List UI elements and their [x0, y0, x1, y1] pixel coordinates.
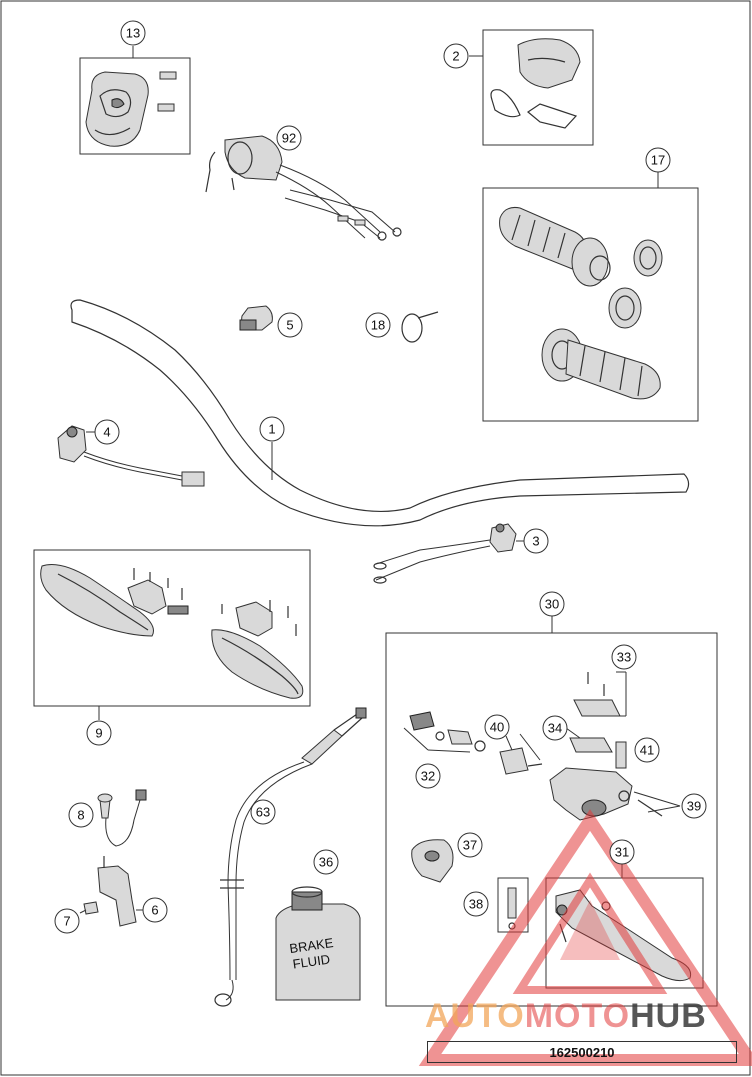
watermark-part-c: HUB [630, 997, 707, 1035]
part-7-screw [79, 901, 99, 915]
part-32-piston-kit [403, 711, 486, 753]
callout-40-label: 40 [490, 720, 504, 735]
part-8-button-with-wire [97, 789, 147, 847]
callout-8: 8 [68, 802, 94, 828]
callout-36-label: 36 [319, 855, 333, 870]
part-34-diaphragm [565, 727, 613, 753]
callout-63: 63 [250, 799, 276, 825]
callout-1: 1 [259, 416, 285, 442]
callout-31-label: 31 [615, 845, 629, 860]
brake-fluid-label: BRAKE FLUID [289, 935, 335, 972]
callout-34-label: 34 [548, 721, 562, 736]
callout-13: 13 [120, 20, 146, 46]
callout-39: 39 [681, 793, 707, 819]
callout-3: 3 [523, 528, 549, 554]
callout-30: 30 [539, 591, 565, 617]
callout-40: 40 [484, 714, 510, 740]
callout-31: 31 [609, 839, 635, 865]
callout-37: 37 [457, 832, 483, 858]
callout-4-label: 4 [103, 425, 110, 440]
part-39-screw [637, 799, 663, 817]
callout-30-label: 30 [545, 597, 559, 612]
callout-17-label: 17 [651, 153, 665, 168]
callout-9: 9 [86, 720, 112, 746]
part-1-handlebar [70, 299, 690, 527]
callout-4: 4 [94, 419, 120, 445]
brake-fluid-label-line-1: BRAKE [289, 935, 335, 956]
callout-5-label: 5 [286, 318, 293, 333]
callout-92: 92 [276, 125, 302, 151]
part-37-cover [411, 839, 454, 883]
callout-1-label: 1 [268, 422, 275, 437]
callout-32: 32 [415, 763, 441, 789]
callout-39-label: 39 [687, 799, 701, 814]
part-9-handguards [33, 549, 311, 720]
part-3-brake-switch [373, 523, 524, 584]
callout-37-label: 37 [463, 838, 477, 853]
part-36-brake-fluid-bottle [275, 886, 361, 1001]
callout-8-label: 8 [77, 808, 84, 823]
part-41-pin [615, 741, 627, 769]
callout-34: 34 [542, 715, 568, 741]
callout-36: 36 [313, 849, 339, 875]
callout-13-label: 13 [126, 26, 140, 41]
callout-32-label: 32 [421, 769, 435, 784]
part-92-throttle-assembly [205, 135, 402, 241]
part-13-switch-assembly [79, 46, 191, 155]
callout-7-label: 7 [63, 914, 70, 929]
part-31-lever-box [545, 864, 704, 989]
callout-3-label: 3 [532, 534, 539, 549]
part-33-cover-screws [573, 671, 627, 717]
callout-92-label: 92 [282, 131, 296, 146]
callout-38-label: 38 [469, 897, 483, 912]
watermark-logo [418, 809, 752, 1066]
part-40-boot [499, 733, 543, 775]
callout-2-label: 2 [452, 49, 459, 64]
part-4-kill-switch [57, 425, 205, 487]
callout-63-label: 63 [256, 805, 270, 820]
part-6-bracket [97, 856, 143, 927]
callout-33: 33 [611, 644, 637, 670]
callout-41-label: 41 [640, 743, 654, 758]
callout-33-label: 33 [617, 650, 631, 665]
callout-6-label: 6 [151, 903, 158, 918]
part-18-cable-tie [401, 311, 439, 343]
watermark-part-a: AUTO [425, 997, 525, 1035]
brake-fluid-label-line-2: FLUID [292, 952, 331, 972]
part-63-brake-hose [214, 707, 367, 1007]
part-5-clamp [239, 305, 273, 331]
part-30-master-cylinder [385, 616, 718, 1007]
callout-41: 41 [634, 737, 660, 763]
callout-18-label: 18 [371, 318, 385, 333]
callout-17: 17 [645, 147, 671, 173]
callout-18: 18 [365, 312, 391, 338]
callout-2: 2 [443, 43, 469, 69]
part-17-grips [482, 172, 699, 422]
part-master-cylinder-body [549, 767, 681, 821]
callout-9-label: 9 [95, 726, 102, 741]
callout-5: 5 [277, 312, 303, 338]
callout-6: 6 [142, 897, 168, 923]
drawing-number: 162500210 [427, 1041, 737, 1063]
part-2-throttle-cover [469, 29, 594, 146]
callout-38: 38 [463, 891, 489, 917]
callout-7: 7 [54, 908, 80, 934]
watermark-part-b: MOTO [524, 997, 631, 1035]
watermark-text: AUTOMOTOHUB [425, 996, 707, 1036]
